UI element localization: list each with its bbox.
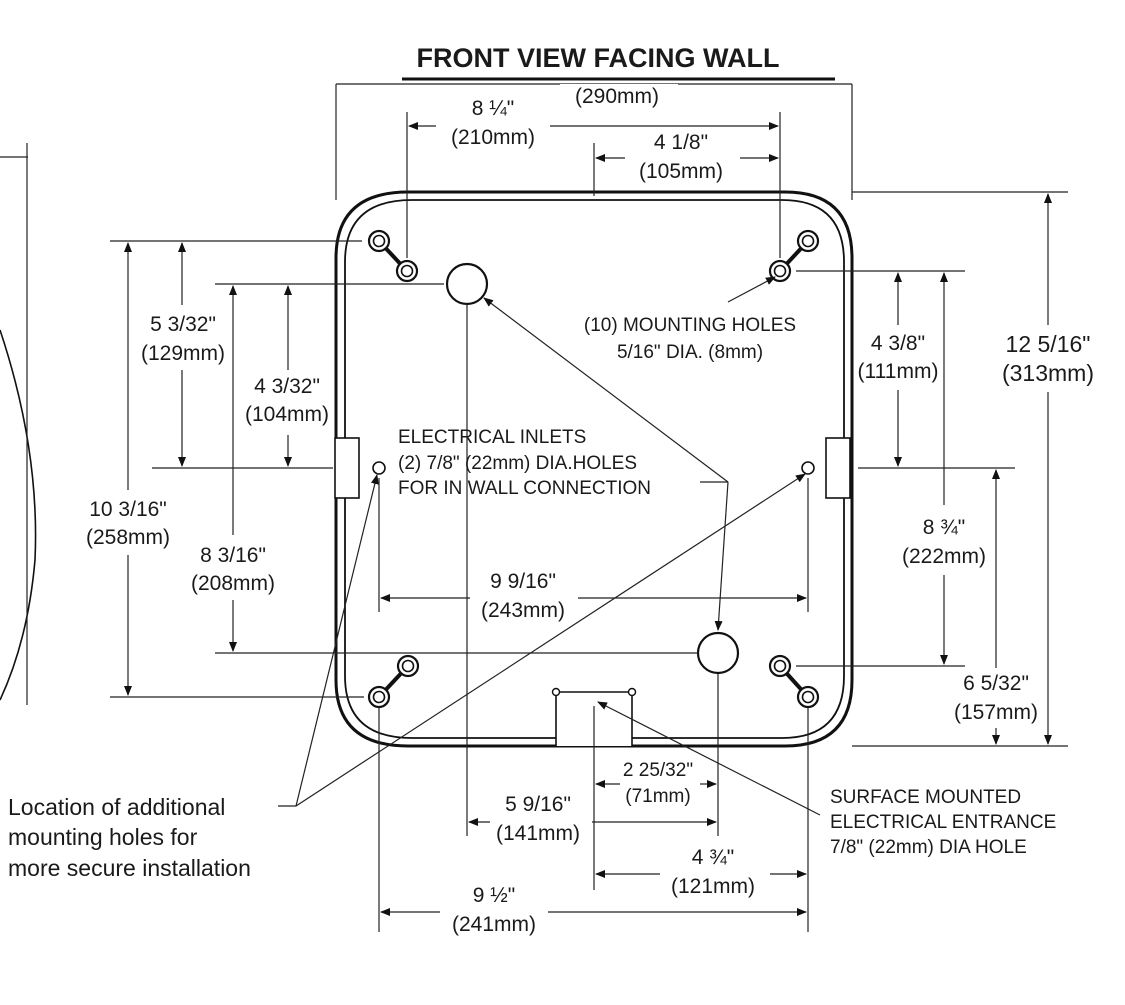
mounting-hole-bottom-right-a-inner [773, 659, 787, 673]
left-mid-vertical-imperial: 8 3/16" [200, 544, 266, 567]
bottom-right-span-metric: (121mm) [671, 875, 755, 898]
diagram-title: FRONT VIEW FACING WALL [417, 43, 780, 73]
inlet-spacing-imperial: 9 9/16" [490, 570, 556, 593]
inner-left-vertical-metric: (104mm) [245, 403, 329, 426]
leader-additional-right [278, 473, 806, 807]
mounting-hole-bottom-left-a [396, 654, 420, 678]
inlet-to-center-imperial: 5 9/16" [505, 793, 571, 816]
leader-additional-left [295, 474, 379, 807]
electrical-inlets-note-line1: ELECTRICAL INLETS [398, 427, 586, 448]
top-left-vertical-metric: (129mm) [141, 342, 225, 365]
holes-outer-width-metric: (210mm) [451, 126, 535, 149]
overall-height-imperial: 12 5/16" [1006, 331, 1091, 357]
right-mid-vertical-metric: (222mm) [902, 545, 986, 568]
mounting-hole-top-right-b-inner [773, 264, 787, 278]
right-mid-vertical-imperial: 8 ¾" [923, 516, 965, 539]
left-total-vertical-imperial: 10 3/16" [89, 498, 167, 521]
mounting-hole-bottom-right-b [796, 685, 820, 709]
mounting-hole-top-left-b [395, 259, 419, 283]
surface-entrance-note-line2: ELECTRICAL ENTRANCE [830, 812, 1056, 833]
mounting-holes-note-line2: 5/16" DIA. (8mm) [617, 342, 763, 363]
mounting-holes-note-line1: (10) MOUNTING HOLES [584, 315, 796, 336]
bottom-total-metric: (241mm) [452, 913, 536, 936]
mounting-hole-top-left-a [367, 229, 391, 253]
mounting-hole-top-right-b [768, 259, 792, 283]
overall-height-metric: (313mm) [1002, 360, 1094, 386]
side-view-edge [0, 329, 37, 701]
right-upper-vertical-imperial: 4 3/8" [871, 332, 925, 355]
right-side-tab [825, 437, 851, 499]
overall-width-metric: (290mm) [575, 85, 659, 108]
inner-left-vertical-imperial: 4 3/32" [254, 375, 320, 398]
unit-outline [334, 190, 854, 748]
right-upper-vertical-metric: (111mm) [858, 360, 939, 383]
entrance-offset-metric: (71mm) [625, 786, 690, 807]
additional-holes-note-line1: Location of additional [8, 794, 225, 820]
electrical-inlets-note-line2: (2) 7/8" (22mm) DIA.HOLES [398, 453, 637, 474]
additional-holes-note-line2: mounting holes for [8, 824, 198, 850]
surface-entrance-note-line1: SURFACE MOUNTED [830, 787, 1021, 808]
left-total-vertical-metric: (258mm) [86, 526, 170, 549]
mounting-hole-bottom-left-b [367, 685, 391, 709]
slot-corner-left [551, 687, 561, 697]
slot-corner-right [627, 687, 637, 697]
bottom-total-imperial: 9 ½" [473, 884, 515, 907]
top-left-vertical-imperial: 5 3/32" [150, 313, 216, 336]
unit-inner-outline [344, 199, 845, 739]
half-width-imperial: 4 1/8" [654, 131, 708, 154]
mounting-hole-bottom-right-a [768, 654, 792, 678]
mounting-hole-bottom-left-b-inner [372, 690, 386, 704]
electrical-inlets-note-line3: FOR IN WALL CONNECTION [398, 478, 651, 499]
surface-entrance-note-line3: 7/8" (22mm) DIA HOLE [830, 837, 1027, 858]
leader-entrance [597, 701, 821, 816]
mounting-hole-bottom-right-b-inner [801, 690, 815, 704]
inlet-spacing-metric: (243mm) [481, 599, 565, 622]
electrical-inlet-top [445, 262, 489, 306]
right-lower-vertical-metric: (157mm) [954, 701, 1038, 724]
mounting-hole-top-right-a [796, 229, 820, 253]
holes-outer-width-imperial: 8 ¼" [472, 97, 514, 120]
bottom-right-span-imperial: 4 ¾" [692, 846, 734, 869]
leader-mounting-holes [727, 276, 776, 303]
leader-inlet-bottom [714, 481, 729, 631]
inlet-to-center-metric: (141mm) [496, 822, 580, 845]
left-side-tab [334, 437, 360, 499]
additional-hole-left [372, 461, 386, 475]
electrical-inlet-bottom [696, 631, 740, 675]
right-lower-vertical-imperial: 6 5/32" [963, 672, 1029, 695]
mounting-hole-top-left-a-inner [372, 234, 386, 248]
entrance-offset-imperial: 2 25/32" [623, 760, 693, 781]
mounting-hole-top-right-a-inner [801, 234, 815, 248]
left-mid-vertical-metric: (208mm) [191, 572, 275, 595]
additional-hole-right [801, 461, 815, 475]
half-width-metric: (105mm) [639, 160, 723, 183]
mounting-hole-top-left-b-inner [400, 264, 414, 278]
additional-holes-note-line3: more secure installation [8, 855, 251, 881]
leader-inlet-top [483, 297, 729, 483]
mounting-hole-bottom-left-a-inner [401, 659, 415, 673]
